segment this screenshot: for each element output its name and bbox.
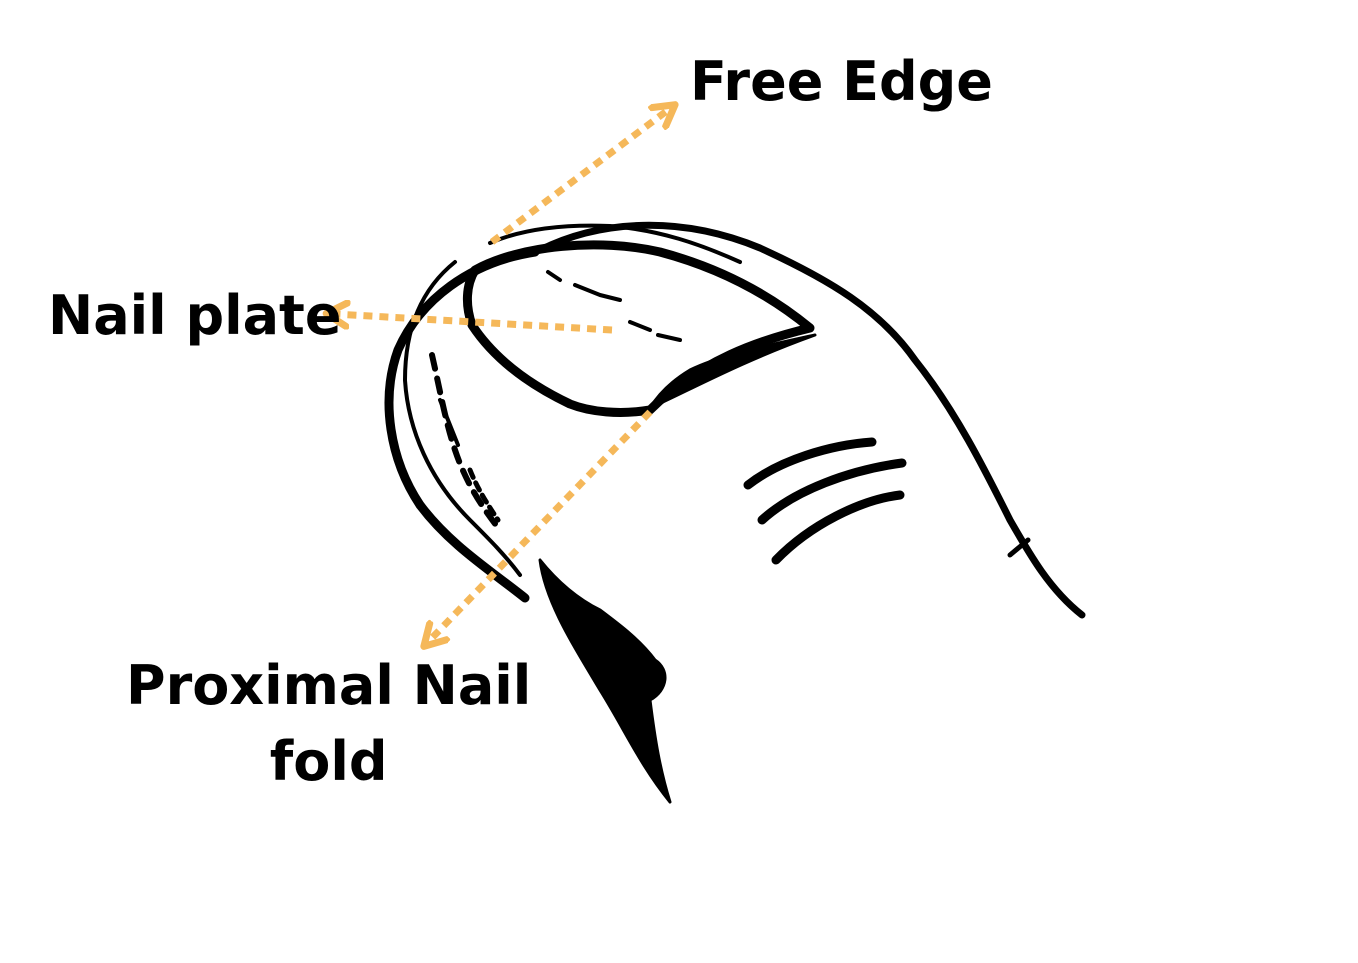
proximal-label-line1: Proximal Nail [126,654,532,717]
free-edge-label: Free Edge [690,50,993,113]
knuckle-creases [743,437,907,565]
nail-plate-shape [463,240,817,417]
proximal-fold-arrow [430,409,653,640]
nail-plate-label: Nail plate [48,284,342,347]
pointer-arrows [335,110,668,640]
nail-plate-arrow [335,314,613,334]
proximal-label-line2: fold [269,729,388,793]
free-edge-arrow [489,110,668,245]
proximal-nail-fold-label: Proximal Nail fold [126,648,531,799]
finger-outline [384,221,1086,804]
